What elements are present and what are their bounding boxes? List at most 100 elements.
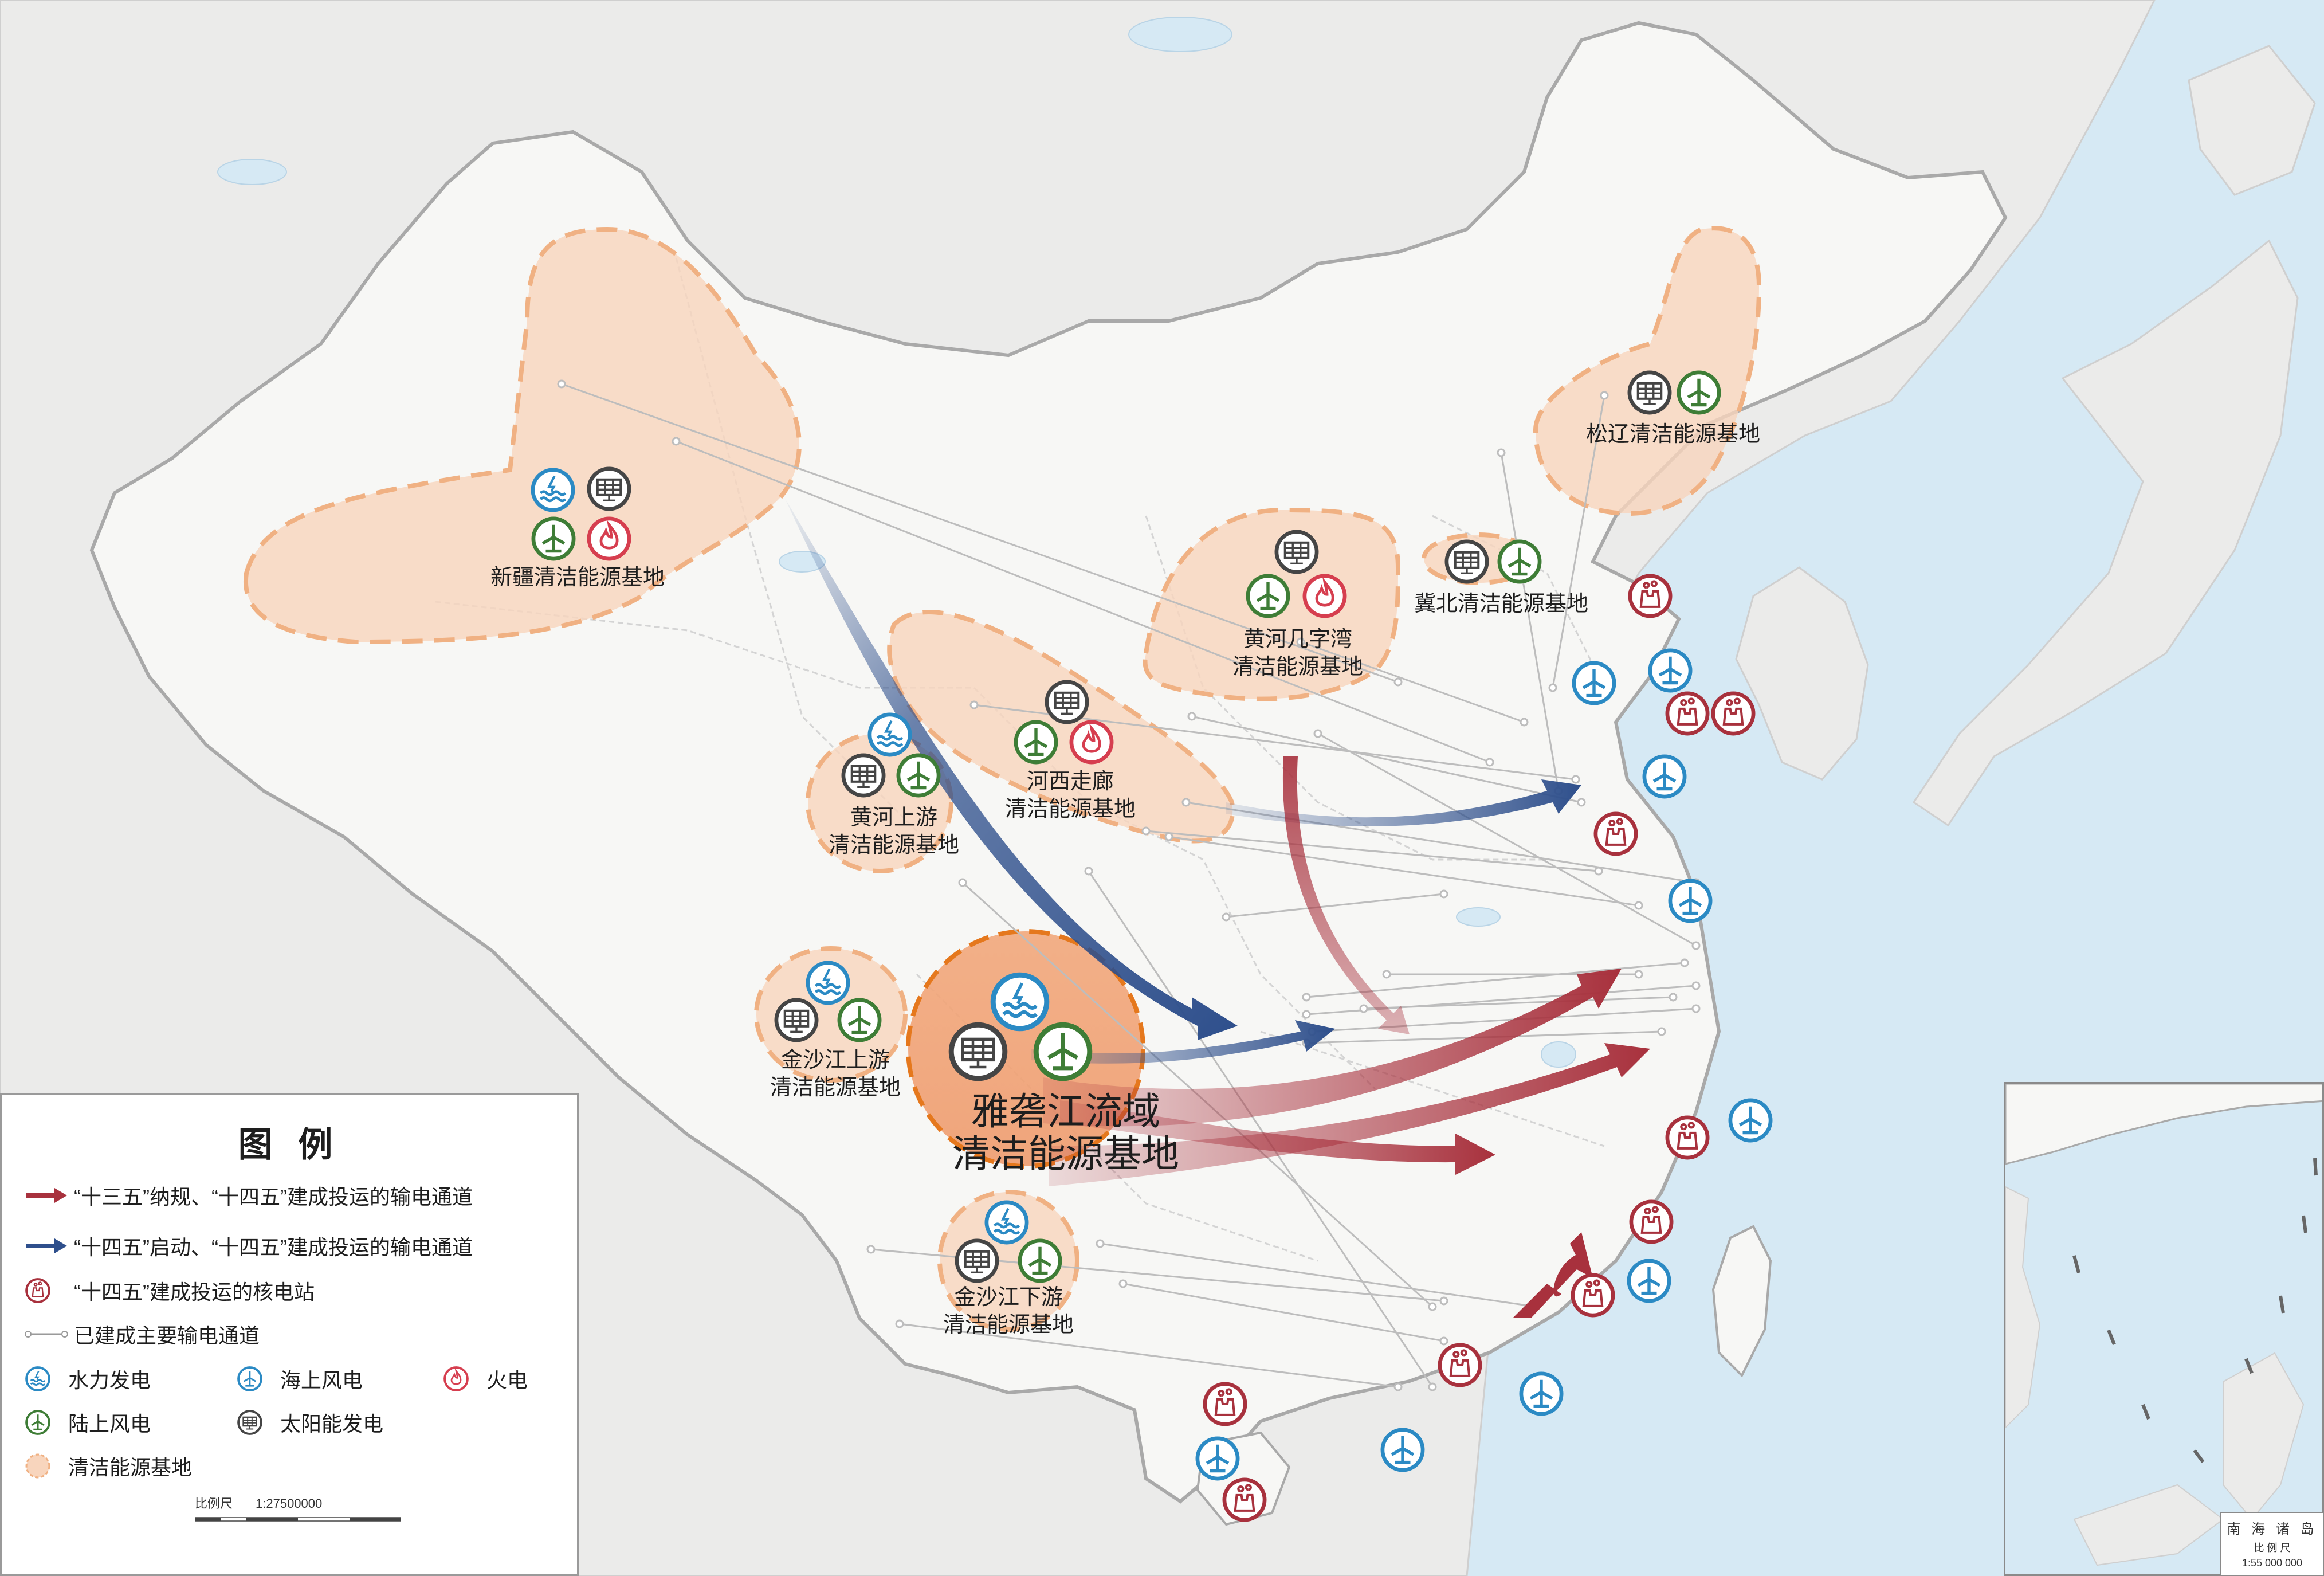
label-jinsha-up: 金沙江上游清洁能源基地 <box>770 1046 901 1101</box>
hydro-icon <box>990 972 1050 1032</box>
nuclear-icon <box>1665 691 1710 736</box>
hydro-icon <box>531 468 575 512</box>
label-huanghe-2: 清洁能源基地 <box>828 833 960 857</box>
offshore-wind-icon <box>1627 1259 1671 1303</box>
wind-icon <box>1497 539 1542 584</box>
legend-blue-channel-text: “十四五”启动、“十四五”建成投运的输电通道 <box>74 1236 473 1259</box>
wind-icon <box>1677 370 1721 415</box>
line-endpoint <box>1382 970 1391 979</box>
thermal-icon <box>443 1366 469 1391</box>
solar-icon <box>841 753 886 798</box>
line-endpoint <box>958 878 967 887</box>
legend-offshore-text: 海上风电 <box>280 1369 363 1392</box>
line-endpoint <box>1141 826 1151 836</box>
existing-line <box>1122 1283 1444 1342</box>
line-endpoint <box>1428 1302 1437 1311</box>
legend-existing: 已建成主要输电通道 <box>25 1320 260 1348</box>
nuclear-icon <box>1571 1273 1615 1318</box>
line-endpoint <box>866 1245 876 1254</box>
nuclear-icon <box>1222 1477 1267 1522</box>
line-endpoint <box>1657 1027 1666 1036</box>
existing-line <box>1226 893 1444 918</box>
line-endpoint <box>1571 775 1580 784</box>
label-jinsha-up-1: 金沙江上游 <box>780 1048 890 1072</box>
korea-land <box>1735 566 1869 781</box>
onshore-wind-icon <box>25 1410 50 1435</box>
blue-arrow-icon <box>26 1238 67 1253</box>
line-endpoint <box>1600 391 1609 400</box>
line-endpoint <box>1302 1010 1311 1019</box>
line-endpoint <box>1691 1004 1701 1013</box>
red-channel-jiziwan <box>1282 756 1410 1034</box>
nuclear-icon <box>1665 1115 1710 1160</box>
scale-text: 比例尺 1:27500000 <box>195 1493 345 1512</box>
wind-icon <box>1014 720 1058 765</box>
existing-line <box>899 1323 1399 1388</box>
legend-offshore: 海上风电 <box>237 1365 363 1393</box>
label-jinsha-down-1: 金沙江下游 <box>953 1285 1063 1310</box>
label-yalong: 雅砻江流域清洁能源基地 <box>952 1090 1179 1175</box>
offshore-wind-icon <box>1380 1428 1425 1472</box>
nuclear-icon <box>1628 574 1673 618</box>
scale-ratio: 1:27500000 <box>256 1496 323 1511</box>
legend-hydro-text: 水力发电 <box>68 1369 151 1392</box>
inset-scale-label: 比 例 尺 <box>2254 1542 2291 1554</box>
red-channels <box>1043 756 1650 1318</box>
inset-map <box>2005 1084 2322 1566</box>
scale-bar <box>195 1517 401 1522</box>
line-endpoint <box>1118 1279 1128 1288</box>
hydro-icon <box>806 961 850 1005</box>
line-endpoint <box>1096 1239 1105 1248</box>
offshore-wind-icon <box>1195 1436 1240 1481</box>
solar-icon <box>1627 370 1672 415</box>
line-endpoint <box>1393 677 1403 687</box>
existing-line <box>676 440 1490 763</box>
base-area-icon <box>25 1453 50 1479</box>
line-endpoint <box>1485 758 1494 767</box>
existing-line <box>1191 715 1582 803</box>
nuclear-icon <box>25 1278 50 1303</box>
label-xinjiang: 新疆清洁能源基地 <box>490 566 665 590</box>
thermal-icon <box>1302 574 1347 618</box>
line-endpoint <box>1634 901 1643 910</box>
solar-icon <box>948 1022 1008 1081</box>
icon-layer <box>531 370 2228 1522</box>
existing-line <box>1100 1242 1536 1308</box>
hydro-icon <box>984 1200 1029 1245</box>
lakes <box>217 17 1576 1068</box>
wind-icon <box>1018 1238 1062 1283</box>
existing-line <box>1312 1007 1697 1033</box>
solar-icon <box>587 466 631 511</box>
line-endpoint <box>1222 912 1231 922</box>
offshore-wind-icon <box>1642 754 1687 799</box>
nuclear-icon <box>1711 691 1756 736</box>
label-jiziwan: 黄河几字湾清洁能源基地 <box>1232 626 1363 681</box>
red-channel-south <box>1060 1100 1495 1175</box>
existing-line <box>1306 985 1697 1016</box>
nuclear-icon <box>1593 811 1638 856</box>
legend-panel: 图 例 “十三五”纳规、“十四五”建成投运的输电通道 “十四五”启动、“十四五”… <box>0 1093 579 1576</box>
existing-line <box>1363 996 1674 1010</box>
solar-icon <box>1045 680 1089 724</box>
line-endpoint <box>1691 941 1701 950</box>
wind-icon <box>837 998 882 1042</box>
line-endpoint <box>1313 729 1322 738</box>
nuclear-icon <box>1203 1382 1247 1426</box>
legend-hydro: 水力发电 <box>25 1365 151 1393</box>
legend-base-text: 清洁能源基地 <box>68 1456 193 1479</box>
line-endpoint <box>1393 1382 1403 1391</box>
nuclear-icon <box>1438 1343 1482 1387</box>
jinsha-down-base-area <box>937 1190 1079 1332</box>
offshore-wind-icon <box>1668 879 1713 923</box>
line-endpoint <box>1187 712 1196 721</box>
scale-label: 比例尺 <box>195 1496 233 1511</box>
jinsha-up-base-area <box>754 946 908 1083</box>
line-endpoint <box>1164 832 1173 841</box>
legend-red-channel-text: “十三五”纳规、“十四五”建成投运的输电通道 <box>74 1185 473 1209</box>
label-huanghe: 黄河上游清洁能源基地 <box>829 804 959 859</box>
legend-solar: 太阳能发电 <box>237 1408 383 1437</box>
inset-label: 南 海 诸 岛 比 例 尺 1:55 000 000 <box>2220 1512 2324 1576</box>
taiwan-island <box>1711 1225 1772 1378</box>
solar-icon <box>955 1238 999 1283</box>
line-endpoint <box>1634 970 1643 979</box>
